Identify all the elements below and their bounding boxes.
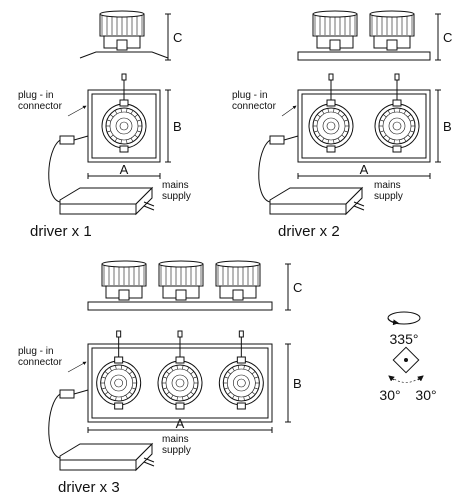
supply-label: supply	[162, 445, 191, 456]
mains-label: mains	[162, 434, 189, 445]
plug-in-connector	[269, 135, 285, 145]
dimension-c-label: C	[293, 280, 302, 295]
heat-sink-side-view	[158, 260, 204, 301]
mounting-flange-side	[79, 51, 169, 59]
driver-count-label: driver x 3	[58, 479, 120, 494]
led-driver-side	[345, 186, 363, 216]
tilt-icon	[388, 346, 424, 383]
connector-label: connector	[232, 101, 277, 112]
heat-sink-side-view	[101, 260, 147, 301]
connector-pointer-arrow	[281, 105, 297, 117]
mains-label: mains	[374, 180, 401, 191]
connector-cable	[48, 139, 61, 203]
dimension-c-label: C	[443, 30, 452, 45]
heat-sink-side-view	[369, 10, 415, 51]
rotation-icon	[387, 311, 421, 326]
lamp-head-front	[96, 330, 142, 410]
lamp-head-front	[374, 73, 420, 153]
led-driver-side	[135, 442, 153, 472]
tilt-right-angle-label: 30°	[415, 387, 436, 403]
dimension-b-label: B	[173, 119, 182, 134]
mains-cable	[143, 457, 155, 467]
connector-pointer-arrow	[67, 105, 87, 117]
rotation-angle-label: 335°	[390, 331, 419, 347]
connector-label: connector	[18, 357, 63, 368]
driver-count-label: driver x 2	[278, 223, 340, 240]
driver-count-label: driver x 1	[30, 223, 92, 240]
dimension-c-label: C	[173, 30, 182, 45]
led-driver-side	[135, 186, 153, 216]
mains-cable	[353, 201, 365, 211]
plug-in-label: plug - in	[18, 346, 54, 357]
plug-in-connector	[59, 135, 75, 145]
lamp-head-front	[157, 330, 203, 410]
mains-cable	[143, 201, 155, 211]
heat-sink-side-view	[215, 260, 261, 301]
dimension-a-label: A	[176, 416, 185, 431]
plug-in-label: plug - in	[232, 90, 268, 101]
connector-label: connector	[18, 101, 63, 112]
lamp-head-front	[218, 330, 264, 410]
dimension-a-label: A	[360, 162, 369, 177]
trim-frame-inner	[301, 93, 427, 159]
mains-label: mains	[162, 180, 189, 191]
plug-in-connector	[59, 389, 75, 399]
adjustment-legend: 335° 30° 30°	[379, 311, 437, 403]
mounting-flange-side	[297, 51, 431, 61]
connector-cable	[258, 139, 271, 203]
connector-pointer-arrow	[67, 361, 87, 373]
plug-in-label: plug - in	[18, 90, 54, 101]
mounting-flange-side	[87, 301, 273, 311]
lamp-head-front	[101, 73, 147, 153]
lamp-head-front	[308, 73, 354, 153]
led-driver-front	[269, 203, 347, 215]
heat-sink-side-view	[99, 10, 145, 51]
connector-cable	[48, 393, 61, 459]
led-driver-front	[59, 459, 137, 471]
supply-label: supply	[162, 191, 191, 202]
dimension-b-label: B	[443, 119, 452, 134]
dimension-a-label: A	[120, 162, 129, 177]
heat-sink-side-view	[312, 10, 358, 51]
tilt-left-angle-label: 30°	[379, 387, 400, 403]
led-driver-front	[59, 203, 137, 215]
dimension-b-label: B	[293, 376, 302, 391]
supply-label: supply	[374, 191, 403, 202]
